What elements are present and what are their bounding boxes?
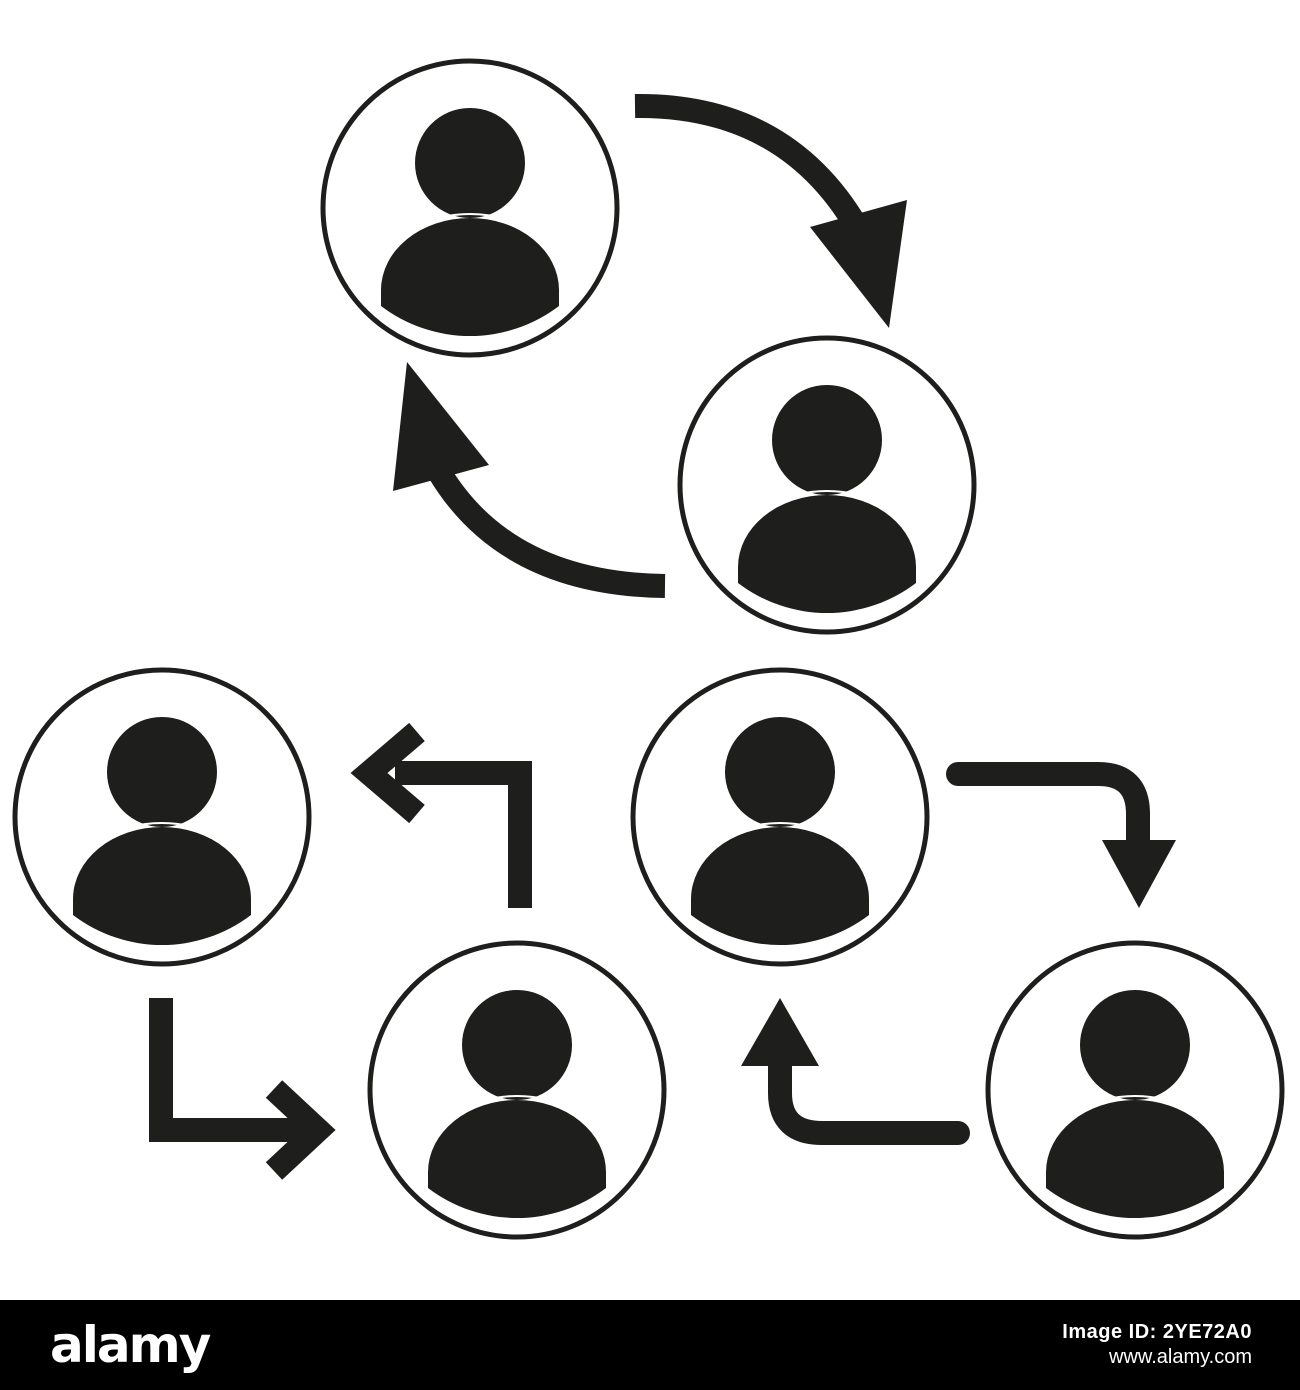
curved-arrow-icon-up: [393, 362, 666, 598]
person-circle-icon-upper-right: [680, 338, 974, 632]
brand-logo: alamy: [50, 1316, 211, 1374]
person-circle-icon-top: [323, 61, 617, 355]
elbow-arrow-icon-down-right: [149, 998, 336, 1180]
rounded-arrow-icon-up: [741, 998, 970, 1145]
rounded-arrow-icon-down: [946, 762, 1176, 908]
watermark-footer: alamy Image ID: 2YE72A0 www.alamy.com: [0, 1300, 1300, 1390]
image-id-label: Image ID: 2YE72A0: [1062, 1321, 1252, 1343]
person-circle-icon-left: [15, 670, 309, 964]
person-circle-icon-bottom-right: [988, 943, 1282, 1237]
person-circle-icon-bottom-center: [370, 943, 664, 1237]
website-label: www.alamy.com: [1109, 1346, 1252, 1368]
curved-arrow-icon-down: [634, 93, 907, 328]
person-circle-icon-center: [633, 670, 927, 964]
people-network-illustration: [0, 0, 1300, 1300]
elbow-arrow-icon-up-left: [350, 722, 532, 908]
image-meta: Image ID: 2YE72A0 www.alamy.com: [1062, 1320, 1252, 1370]
